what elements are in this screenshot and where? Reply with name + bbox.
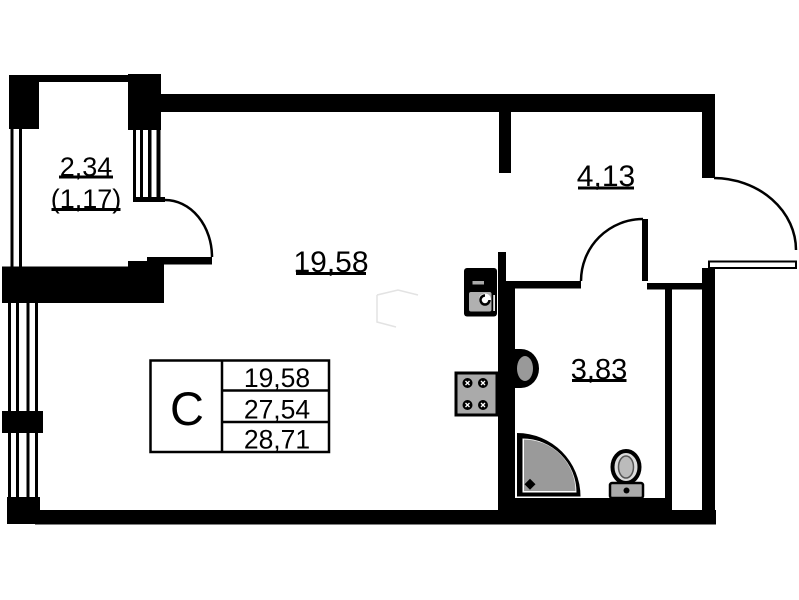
svg-text:28,71: 28,71 — [244, 425, 310, 455]
svg-text:27,54: 27,54 — [244, 395, 310, 425]
svg-text:С: С — [170, 382, 204, 435]
svg-text:19,58: 19,58 — [244, 363, 310, 393]
